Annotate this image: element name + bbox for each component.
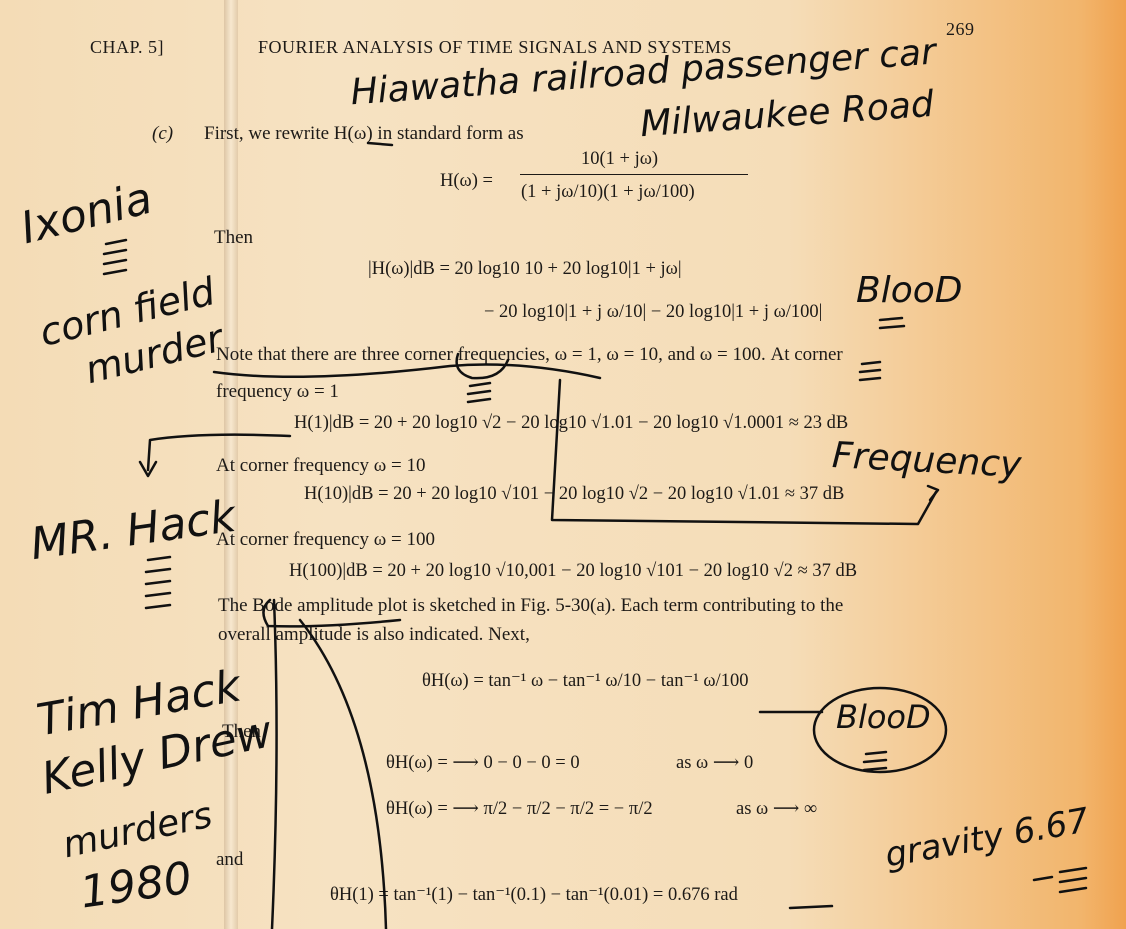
intro-text: First, we rewrite H(ω) in standard form …	[204, 123, 524, 144]
bode-text-2: overall amplitude is also indicated. Nex…	[218, 624, 530, 645]
eq-h1: H(1)|dB = 20 + 20 log10 √2 − 20 log10 √1…	[294, 413, 849, 433]
corner-note-2: frequency ω = 1	[216, 381, 339, 402]
line-bode-left	[270, 598, 278, 929]
page-number: 269	[946, 19, 975, 39]
mark-frequency	[858, 360, 882, 382]
mark-mr-hack	[144, 555, 172, 610]
underline-h-omega	[366, 141, 394, 147]
mark-gravity	[1032, 866, 1088, 894]
mark-blood-1	[878, 316, 906, 330]
line-bode-right	[298, 618, 388, 929]
arrow-head-mr-hack	[138, 460, 158, 478]
mark-blood-2	[862, 750, 888, 772]
eq-h-num: 10(1 + jω)	[581, 149, 659, 169]
arrow-to-mr-hack	[146, 433, 292, 472]
eq-theta: θH(ω) = tan⁻¹ ω − tan⁻¹ ω/10 − tan⁻¹ ω/1…	[422, 671, 749, 691]
note-blood-1: BlooD	[856, 270, 963, 311]
underline-note	[212, 363, 602, 380]
part-label: (c)	[152, 123, 174, 144]
eq-h-den: (1 + jω/10)(1 + jω/100)	[521, 182, 695, 202]
corner-100-label: At corner frequency ω = 100	[216, 529, 435, 550]
eq-h10: H(10)|dB = 20 + 20 log10 √101 − 20 log10…	[304, 484, 845, 504]
underline-676	[788, 904, 834, 910]
bracket-loop	[550, 378, 938, 526]
then-label-1: Then	[214, 227, 254, 248]
page-fold	[224, 0, 238, 929]
eq-theta-inf: θH(ω) = ⟶ π/2 − π/2 − π/2 = − π/2	[386, 799, 653, 819]
bode-text-1: The Bode amplitude plot is sketched in F…	[218, 595, 844, 616]
limit-zero: as ω ⟶ 0	[676, 753, 754, 773]
note-blood-2: BlooD	[836, 698, 931, 736]
and-label: and	[216, 849, 244, 870]
bracket-arrowhead	[926, 484, 940, 502]
circle-corner	[455, 352, 510, 380]
eq-theta-one: θH(1) = tan⁻¹(1) − tan⁻¹(0.1) − tan⁻¹(0.…	[330, 885, 738, 905]
circle-bode	[262, 598, 402, 628]
eq-h-lhs: H(ω) =	[440, 171, 493, 191]
fraction-bar	[520, 174, 748, 175]
mark-corner	[466, 381, 492, 404]
limit-inf: as ω ⟶ ∞	[736, 799, 818, 819]
then-label-2: Then	[222, 721, 262, 742]
circle-blood	[812, 686, 948, 774]
eq-h100: H(100)|dB = 20 + 20 log10 √10,001 − 20 l…	[289, 561, 858, 581]
chapter-title: FOURIER ANALYSIS OF TIME SIGNALS AND SYS…	[258, 37, 732, 57]
eq-theta-zero: θH(ω) = ⟶ 0 − 0 − 0 = 0	[386, 753, 580, 773]
eq-mag-line1: |H(ω)|dB = 20 log10 10 + 20 log10|1 + jω…	[368, 259, 682, 279]
mark-ixonia	[102, 238, 128, 276]
corner-note-1: Note that there are three corner frequen…	[216, 344, 843, 365]
corner-10-label: At corner frequency ω = 10	[216, 455, 426, 476]
eq-mag-line2: − 20 log10|1 + j ω/10| − 20 log10|1 + j …	[484, 302, 823, 322]
chapter-label: CHAP. 5]	[90, 37, 165, 57]
